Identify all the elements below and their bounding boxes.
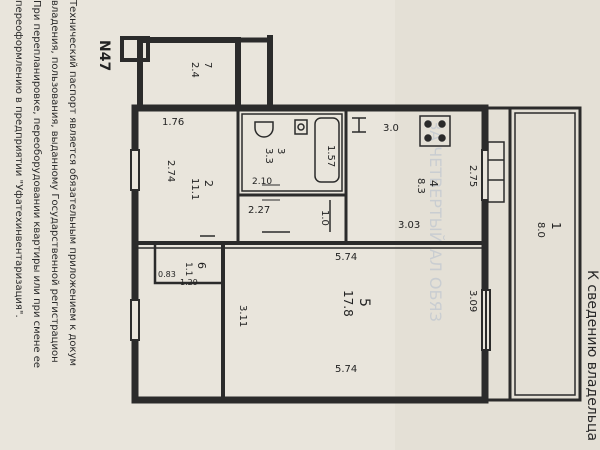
room-2-area: 11.1 [189, 178, 200, 200]
dim-2-75: 2.75 [467, 165, 478, 187]
sink-icon [294, 119, 308, 135]
dim-1-76: 1.76 [162, 117, 184, 128]
dim-1-0: 1.0 [319, 210, 330, 226]
room-3-id: 3 [275, 148, 286, 154]
apartment-number: N47 [96, 40, 112, 71]
toilet-icon [254, 121, 274, 138]
room-4-id: 4 [427, 180, 440, 187]
room-5-id: 5 [356, 298, 372, 307]
kitchen-sink-icon [352, 117, 366, 133]
room-6-id: 6 [195, 262, 208, 269]
room-7-id: 7 [202, 62, 213, 68]
dim-1-29: 1.29 [180, 278, 198, 287]
dim-3-11: 3.11 [237, 305, 248, 327]
fixtures [254, 115, 505, 203]
dim-2-74: 2.74 [165, 160, 176, 182]
dim-2-27: 2.27 [248, 205, 270, 216]
dim-0-83: 0.83 [158, 270, 176, 279]
bathtub-icon [314, 117, 340, 183]
room-6-area: 1.1 [183, 262, 193, 276]
dim-3-03: 3.03 [398, 220, 420, 231]
room-3-area: 3.3 [263, 148, 274, 164]
room-5-area: 17.8 [341, 290, 355, 317]
dim-1-57: 1.57 [325, 145, 336, 167]
room-7-area: 2.4 [189, 62, 200, 78]
dim-3-0: 3.0 [383, 123, 399, 134]
room-1-id: 1 [549, 222, 563, 230]
room-4-area: 8.3 [415, 178, 426, 194]
dim-5-74-top: 5.74 [335, 252, 357, 263]
stove-icon [419, 115, 451, 147]
room-1-area: 8.0 [535, 222, 546, 238]
stamp-text: ЗА ЧЕТВЕРТЫЙ АЛ ОБЯЗ [426, 120, 445, 322]
dim-3-09: 3.09 [467, 290, 478, 312]
dim-5-74-bottom: 5.74 [335, 364, 357, 375]
room-2-id: 2 [202, 180, 215, 187]
dim-2-10: 2.10 [252, 177, 272, 187]
labels: N47 7 2.4 1.76 2.74 2 11.1 3 3.3 1.57 2.… [96, 40, 563, 375]
